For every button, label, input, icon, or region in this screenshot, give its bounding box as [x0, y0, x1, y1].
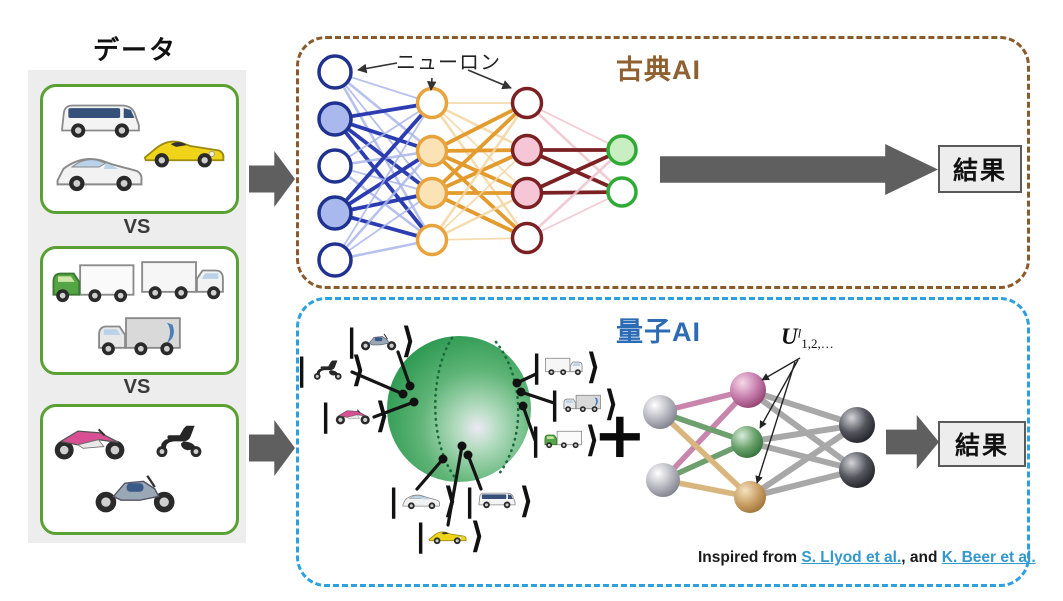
ket-open-bracket: | [388, 483, 400, 519]
ket-close-bracket: ⟩ [443, 480, 458, 522]
ket-open-bracket: | [530, 422, 542, 458]
unitary-gate-label: Ul1,2,… [781, 324, 834, 350]
ket-close-bracket: ⟩ [375, 395, 390, 437]
classical-ai-title: 古典AI [616, 55, 701, 85]
classical-result-box: 結果 [938, 145, 1022, 193]
ket-close-bracket: ⟩ [519, 480, 534, 522]
white-truck-icon [135, 251, 231, 303]
data-to-quantum-arrow [249, 420, 295, 476]
ket-white-sedan: | ⟩ [388, 480, 458, 522]
ket-close-bracket: ⟩ [401, 320, 416, 362]
ket-open-bracket: | [415, 518, 427, 554]
silver-motorcycle-icon [89, 457, 183, 517]
ket-open-bracket: | [531, 349, 543, 385]
citation-link-lloyd[interactable]: S. Llyod et al. [801, 549, 902, 566]
plus-sign: + [593, 399, 647, 473]
unitary-superscript: l [797, 325, 802, 341]
citation-line: Inspired from S. Llyod et al., and K. Be… [698, 549, 1036, 567]
ket-yellow-sportscar: | ⟩ [415, 515, 485, 557]
vehicle-group-motorcycles [40, 404, 239, 535]
ket-close-bracket: ⟩ [586, 346, 601, 388]
quantum-ai-title: 量子AI [616, 317, 701, 347]
white-sedan-icon [400, 486, 442, 517]
ket-black-scooter: | ⟩ [296, 349, 366, 391]
yellow-sportscar-icon [139, 121, 231, 171]
unitary-subscript: 1,2,… [801, 336, 834, 352]
ket-close-bracket: ⟩ [470, 515, 485, 557]
ket-close-bracket: ⟩ [351, 349, 366, 391]
ket-open-bracket: | [346, 323, 358, 359]
data-panel: VS VS [28, 70, 246, 543]
vs-label-1: VS [123, 216, 151, 238]
ket-close-bracket: ⟩ [604, 383, 619, 425]
gray-truck-icon [561, 389, 603, 420]
vehicle-group-cars [40, 84, 239, 214]
ket-white-van: | ⟩ [464, 480, 534, 522]
ket-white-truck: | ⟩ [531, 346, 601, 388]
white-sedan-icon [48, 141, 150, 195]
data-to-classical-arrow [249, 151, 295, 207]
ket-open-bracket: | [549, 386, 561, 422]
ket-open-bracket: | [464, 483, 476, 519]
yellow-sportscar-icon [427, 521, 469, 552]
pink-sportbike-icon [332, 401, 374, 432]
black-scooter-icon [147, 407, 215, 469]
pink-sportbike-icon [47, 413, 133, 463]
white-truck-icon [543, 352, 585, 383]
ket-pink-sportbike: | ⟩ [320, 395, 390, 437]
silver-motorcycle-icon [358, 326, 400, 357]
black-scooter-icon [308, 355, 350, 386]
green-truck-icon [542, 425, 584, 456]
green-truck-icon [47, 253, 139, 307]
ket-close-bracket: ⟩ [585, 419, 600, 461]
ket-green-truck: | ⟩ [530, 419, 600, 461]
ket-open-bracket: | [320, 398, 332, 434]
citation-middle: , and [901, 549, 942, 566]
citation-prefix: Inspired from [698, 549, 802, 566]
vs-label-2: VS [123, 376, 151, 398]
ket-open-bracket: | [296, 352, 308, 388]
ket-silver-motorcycle: | ⟩ [346, 320, 416, 362]
data-title: データ [92, 35, 177, 65]
unitary-base: U [781, 324, 798, 349]
citation-link-beer[interactable]: K. Beer et al. [941, 549, 1036, 566]
ket-gray-truck: | ⟩ [549, 383, 619, 425]
vehicle-group-trucks [40, 246, 239, 375]
neuron-label: ニューロン [396, 52, 501, 74]
quantum-result-box: 結果 [938, 421, 1026, 467]
white-van-icon [476, 486, 518, 517]
white-van-icon [53, 93, 148, 143]
gray-truck-icon [91, 307, 187, 359]
